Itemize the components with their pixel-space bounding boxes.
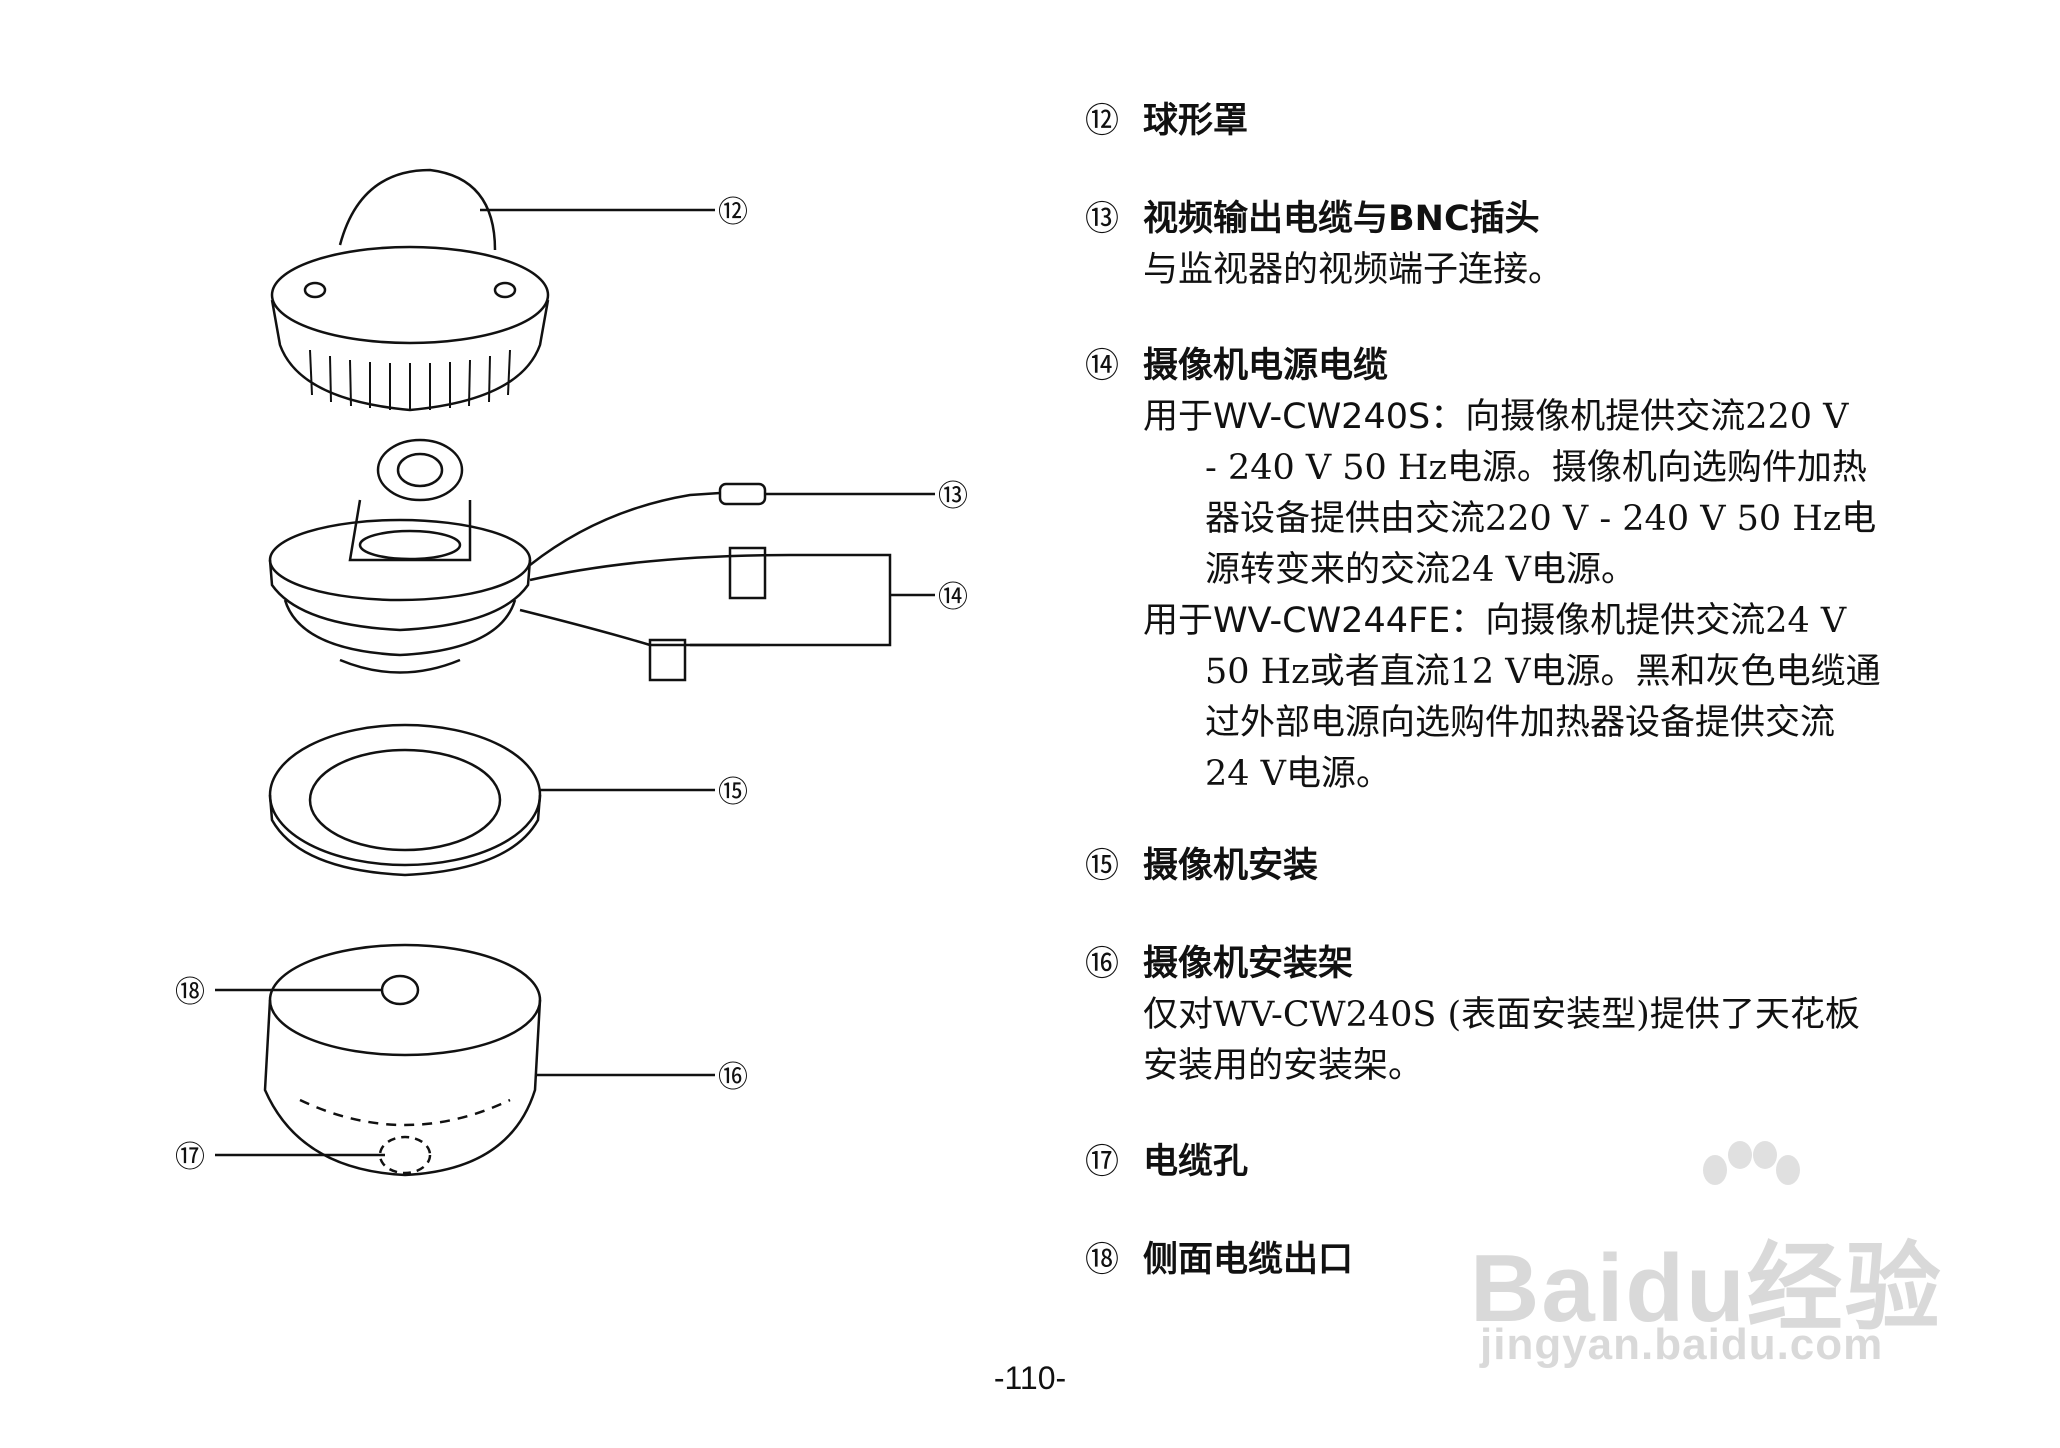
desc-line: 50 Hz或者直流12 V电源。黑和灰色电缆通: [1205, 652, 1881, 692]
item-description: 仅对WV-CW240S (表面安装型)提供了天花板: [1143, 995, 1860, 1035]
watermark-brand: Baidu经验: [1470, 1235, 1943, 1342]
item-15: ⑮ 摄像机安装: [1085, 840, 1985, 892]
item-12: ⑫ 球形罩: [1085, 95, 1985, 147]
page-number: -110-: [993, 1360, 1067, 1396]
callout-17: ⑰: [175, 1140, 205, 1175]
model-label: 用于WV-CW240S：: [1143, 397, 1466, 437]
exploded-camera-diagram: ⑫ ⑬ ⑭ ⑮ ⑯ ⑰ ⑱: [175, 168, 968, 1177]
desc-line: 24 V电源。: [1205, 754, 1391, 794]
paw-logo-icon: [1703, 1141, 1800, 1185]
item-number: ⑫: [1085, 101, 1119, 141]
callout-12: ⑫: [718, 195, 748, 230]
model-cw244fe-description: 用于WV-CW244FE：向摄像机提供交流24 V 50 Hz或者直流12 V电…: [1143, 596, 1985, 800]
callout-14: ⑭: [938, 580, 968, 615]
item-heading: 摄像机电源电缆: [1143, 346, 1389, 386]
item-heading: 摄像机安装: [1143, 846, 1319, 886]
item-16: ⑯ 摄像机安装架 仅对WV-CW240S (表面安装型)提供了天花板 安装用的安…: [1085, 938, 1985, 1092]
desc-line: 过外部电源向选购件加热器设备提供交流: [1205, 703, 1836, 743]
dome-cover-drawing: [270, 168, 550, 412]
item-number: ⑬: [1085, 199, 1119, 239]
item-number: ⑯: [1085, 944, 1119, 984]
callout-16: ⑯: [718, 1060, 748, 1095]
baidu-watermark: Baidu经验 jingyan.baidu.com: [1470, 1140, 1970, 1370]
item-heading: 电缆孔: [1143, 1142, 1249, 1182]
item-description: 安装用的安装架。: [1143, 1046, 1424, 1086]
desc-line: - 240 V 50 Hz电源。摄像机向选购件加热: [1205, 448, 1867, 488]
item-heading: 球形罩: [1143, 101, 1249, 141]
parts-description-list: ⑫ 球形罩 ⑬ 视频输出电缆与BNC插头 与监视器的视频端子连接。 ⑭ 摄像机电…: [1085, 95, 1985, 1286]
desc-line: 源转变来的交流24 V电源。: [1205, 550, 1636, 590]
item-description: 与监视器的视频端子连接。: [1143, 250, 1564, 290]
item-number: ⑱: [1085, 1240, 1119, 1280]
item-17: ⑰ 电缆孔: [1085, 1136, 1985, 1188]
callout-15: ⑮: [718, 775, 748, 810]
cables-drawing: [519, 482, 935, 682]
item-heading: 摄像机安装架: [1143, 944, 1354, 984]
item-number: ⑭: [1085, 346, 1119, 386]
model-label: 用于WV-CW244FE：: [1143, 601, 1486, 641]
item-14: ⑭ 摄像机电源电缆 用于WV-CW240S：向摄像机提供交流220 V - 24…: [1085, 340, 1985, 800]
camera-mount-drawing: [268, 723, 715, 877]
item-18: ⑱ 侧面电缆出口: [1085, 1234, 1985, 1286]
callout-13: ⑬: [938, 479, 968, 514]
item-heading: 视频输出电缆与BNC插头: [1143, 199, 1540, 239]
camera-body-drawing: [268, 438, 532, 674]
desc-line: 器设备提供由交流220 V - 240 V 50 Hz电: [1205, 499, 1877, 539]
watermark-url: jingyan.baidu.com: [1480, 1320, 1884, 1369]
item-number: ⑮: [1085, 846, 1119, 886]
mount-bracket-drawing: [215, 943, 715, 1177]
item-number: ⑰: [1085, 1142, 1119, 1182]
desc-line: 向摄像机提供交流24 V: [1485, 601, 1847, 641]
item-heading: 侧面电缆出口: [1143, 1240, 1354, 1280]
item-13: ⑬ 视频输出电缆与BNC插头 与监视器的视频端子连接。: [1085, 193, 1985, 296]
callout-18: ⑱: [175, 975, 205, 1010]
model-cw240s-description: 用于WV-CW240S：向摄像机提供交流220 V - 240 V 50 Hz电…: [1143, 392, 1985, 596]
desc-line: 向摄像机提供交流220 V: [1465, 397, 1849, 437]
